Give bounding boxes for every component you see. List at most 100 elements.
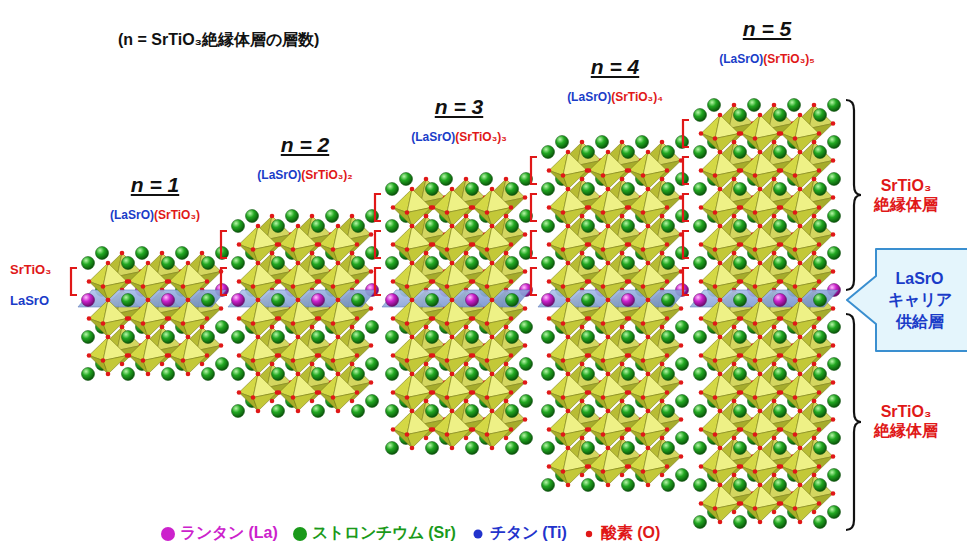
- oxygen-atom: [410, 224, 415, 229]
- strontium-atom: [82, 368, 95, 381]
- strontium-atom: [386, 220, 399, 233]
- oxygen-atom: [296, 261, 301, 266]
- oxygen-atom: [509, 279, 514, 284]
- oxygen-atom: [424, 436, 429, 441]
- oxygen-atom: [464, 399, 469, 404]
- oxygen-atom: [445, 284, 450, 289]
- oxygen-atom: [106, 335, 111, 340]
- oxygen-atom: [606, 372, 611, 377]
- oxygen-atom: [291, 284, 296, 289]
- oxygen-atom: [160, 325, 165, 330]
- strontium-atom: [466, 368, 479, 381]
- strontium-atom: [366, 321, 379, 334]
- oxygen-atom: [547, 427, 552, 432]
- strontium-atom: [466, 220, 479, 233]
- superlattice-column: [375, 173, 533, 455]
- strontium-atom: [246, 210, 259, 223]
- oxygen-atom: [732, 362, 737, 367]
- oxygen-atom: [660, 140, 665, 145]
- oxygen-atom: [580, 251, 585, 256]
- strontium-atom: [466, 257, 479, 270]
- oxygen-atom: [424, 214, 429, 219]
- strontium-atom: [542, 146, 555, 159]
- strontium-atom: [386, 331, 399, 344]
- oxygen-atom: [561, 432, 566, 437]
- oxygen-atom: [620, 473, 625, 478]
- oxygen-atom: [355, 353, 360, 358]
- oxygen-atom: [106, 335, 111, 340]
- oxygen-atom: [256, 298, 261, 303]
- oxygen-atom: [627, 464, 632, 469]
- oxygen-atom: [464, 251, 469, 256]
- oxygen-atom: [336, 372, 341, 377]
- oxygen-atom: [490, 298, 495, 303]
- oxygen-atom: [410, 298, 415, 303]
- oxygen-atom: [310, 362, 315, 367]
- oxygen-atom: [237, 316, 242, 321]
- oxygen-atom: [120, 325, 125, 330]
- strontium-atom: [520, 321, 533, 334]
- oxygen-atom: [270, 362, 275, 367]
- strontium-atom: [326, 210, 339, 223]
- oxygen-atom: [772, 325, 777, 330]
- strontium-atom: [162, 368, 175, 381]
- back-row: [246, 210, 379, 408]
- oxygen-atom: [772, 362, 777, 367]
- oxygen-atom: [561, 210, 566, 215]
- oxygen-atom: [641, 469, 646, 474]
- oxygen-atom: [620, 362, 625, 367]
- oxygen-atom: [490, 261, 495, 266]
- strontium-atom: [622, 442, 635, 455]
- oxygen-atom: [450, 298, 455, 303]
- oxygen-atom: [87, 279, 92, 284]
- oxygen-atom: [256, 261, 261, 266]
- oxygen-atom: [237, 279, 242, 284]
- oxygen-atom: [256, 335, 261, 340]
- oxygen-atom: [410, 409, 415, 414]
- oxygen-atom: [186, 372, 191, 377]
- oxygen-atom: [732, 325, 737, 330]
- strontium-atom: [828, 173, 841, 186]
- oxygen-atom: [620, 399, 625, 404]
- oxygen-atom: [606, 446, 611, 451]
- oxygen-atom: [620, 325, 625, 330]
- strontium-atom: [232, 405, 245, 418]
- oxygen-atom: [490, 298, 495, 303]
- strontium-atom: [582, 405, 595, 418]
- oxygen-atom: [237, 390, 242, 395]
- strontium-atom: [426, 183, 439, 196]
- oxygen-atom: [627, 316, 632, 321]
- oxygen-atom: [660, 399, 665, 404]
- oxygen-atom: [331, 284, 336, 289]
- front-row: [386, 183, 519, 455]
- oxygen-atom: [101, 358, 106, 363]
- oxygen-atom: [490, 224, 495, 229]
- strontium-atom: [232, 220, 245, 233]
- strontium-atom: [662, 368, 675, 381]
- oxygen-atom: [660, 214, 665, 219]
- oxygen-atom: [660, 251, 665, 256]
- oxygen-atom: [146, 372, 151, 377]
- oxygen-atom: [160, 251, 165, 256]
- oxygen-atom: [405, 284, 410, 289]
- oxygen-atom: [450, 409, 455, 414]
- oxygen-atom: [331, 395, 336, 400]
- strontium-atom: [400, 173, 413, 186]
- oxygen-atom: [391, 279, 396, 284]
- strontium-atom: [622, 368, 635, 381]
- oxygen-atom: [167, 279, 172, 284]
- strontium-atom: [122, 294, 135, 307]
- strontium-atom: [352, 220, 365, 233]
- strontium-atom: [366, 358, 379, 371]
- oxygen-atom: [646, 409, 651, 414]
- oxygen-atom: [310, 362, 315, 367]
- oxygen-atom: [369, 380, 374, 385]
- strontium-atom: [662, 220, 675, 233]
- oxygen-atom: [732, 251, 737, 256]
- oxygen-atom: [732, 177, 737, 182]
- oxygen-atom: [350, 214, 355, 219]
- oxygen-atom: [627, 168, 632, 173]
- oxygen-atom: [270, 325, 275, 330]
- oxygen-atom: [547, 464, 552, 469]
- oxygen-atom: [660, 251, 665, 256]
